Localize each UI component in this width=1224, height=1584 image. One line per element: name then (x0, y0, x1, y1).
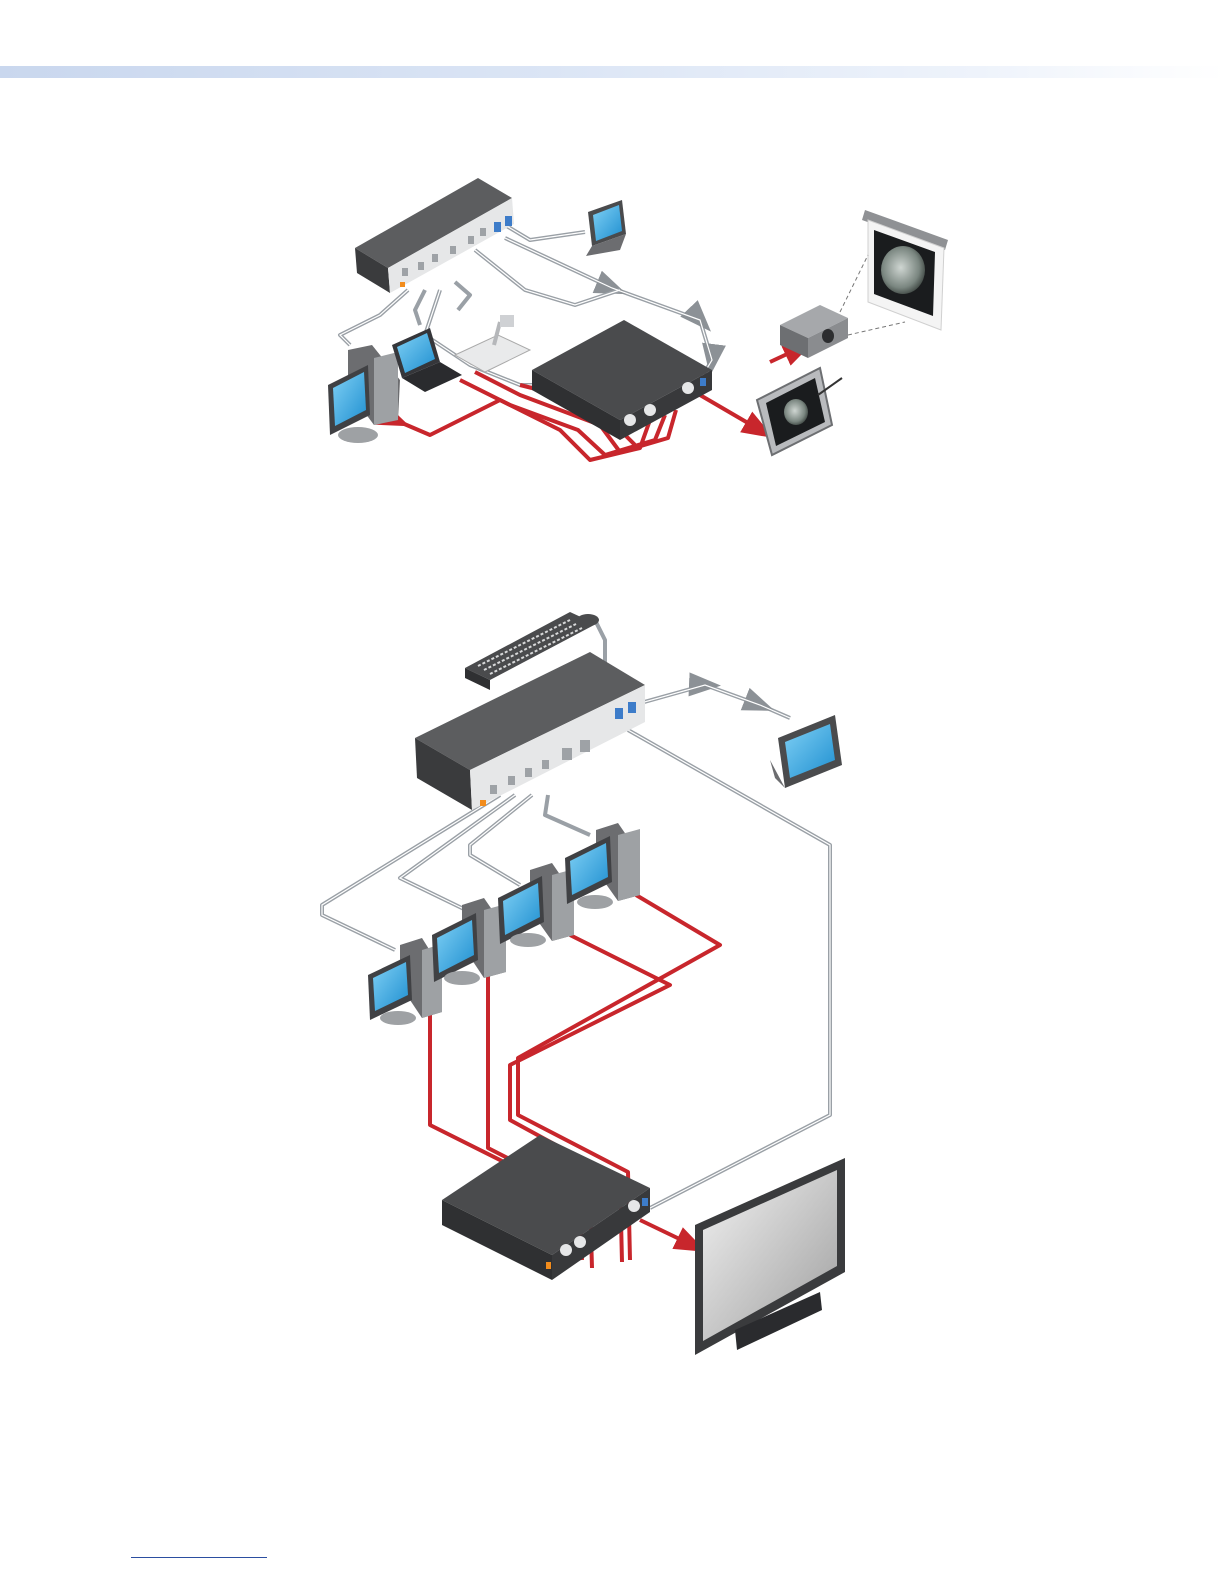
top-touch-panel (586, 200, 626, 256)
bottom-flat-panel-display (695, 1158, 845, 1355)
bottom-computer-4 (565, 823, 640, 909)
top-kvm-switch (355, 178, 514, 293)
top-tablet-display (757, 368, 842, 455)
top-computer (328, 345, 400, 443)
top-laptop (392, 328, 462, 392)
bottom-touch-panel (770, 715, 842, 788)
bottom-mouse (577, 614, 599, 626)
bottom-computer-1 (368, 938, 442, 1025)
bottom-kvm-switch (415, 652, 645, 810)
bottom-computer-2 (432, 898, 506, 985)
bottom-computer-3 (498, 863, 574, 947)
top-projection-screen (840, 210, 948, 335)
bottom-video-switcher (442, 1135, 650, 1280)
bottom-diagram (322, 612, 845, 1355)
top-diagram (328, 178, 948, 460)
top-projector (780, 305, 848, 358)
footer-rule (131, 1557, 267, 1558)
